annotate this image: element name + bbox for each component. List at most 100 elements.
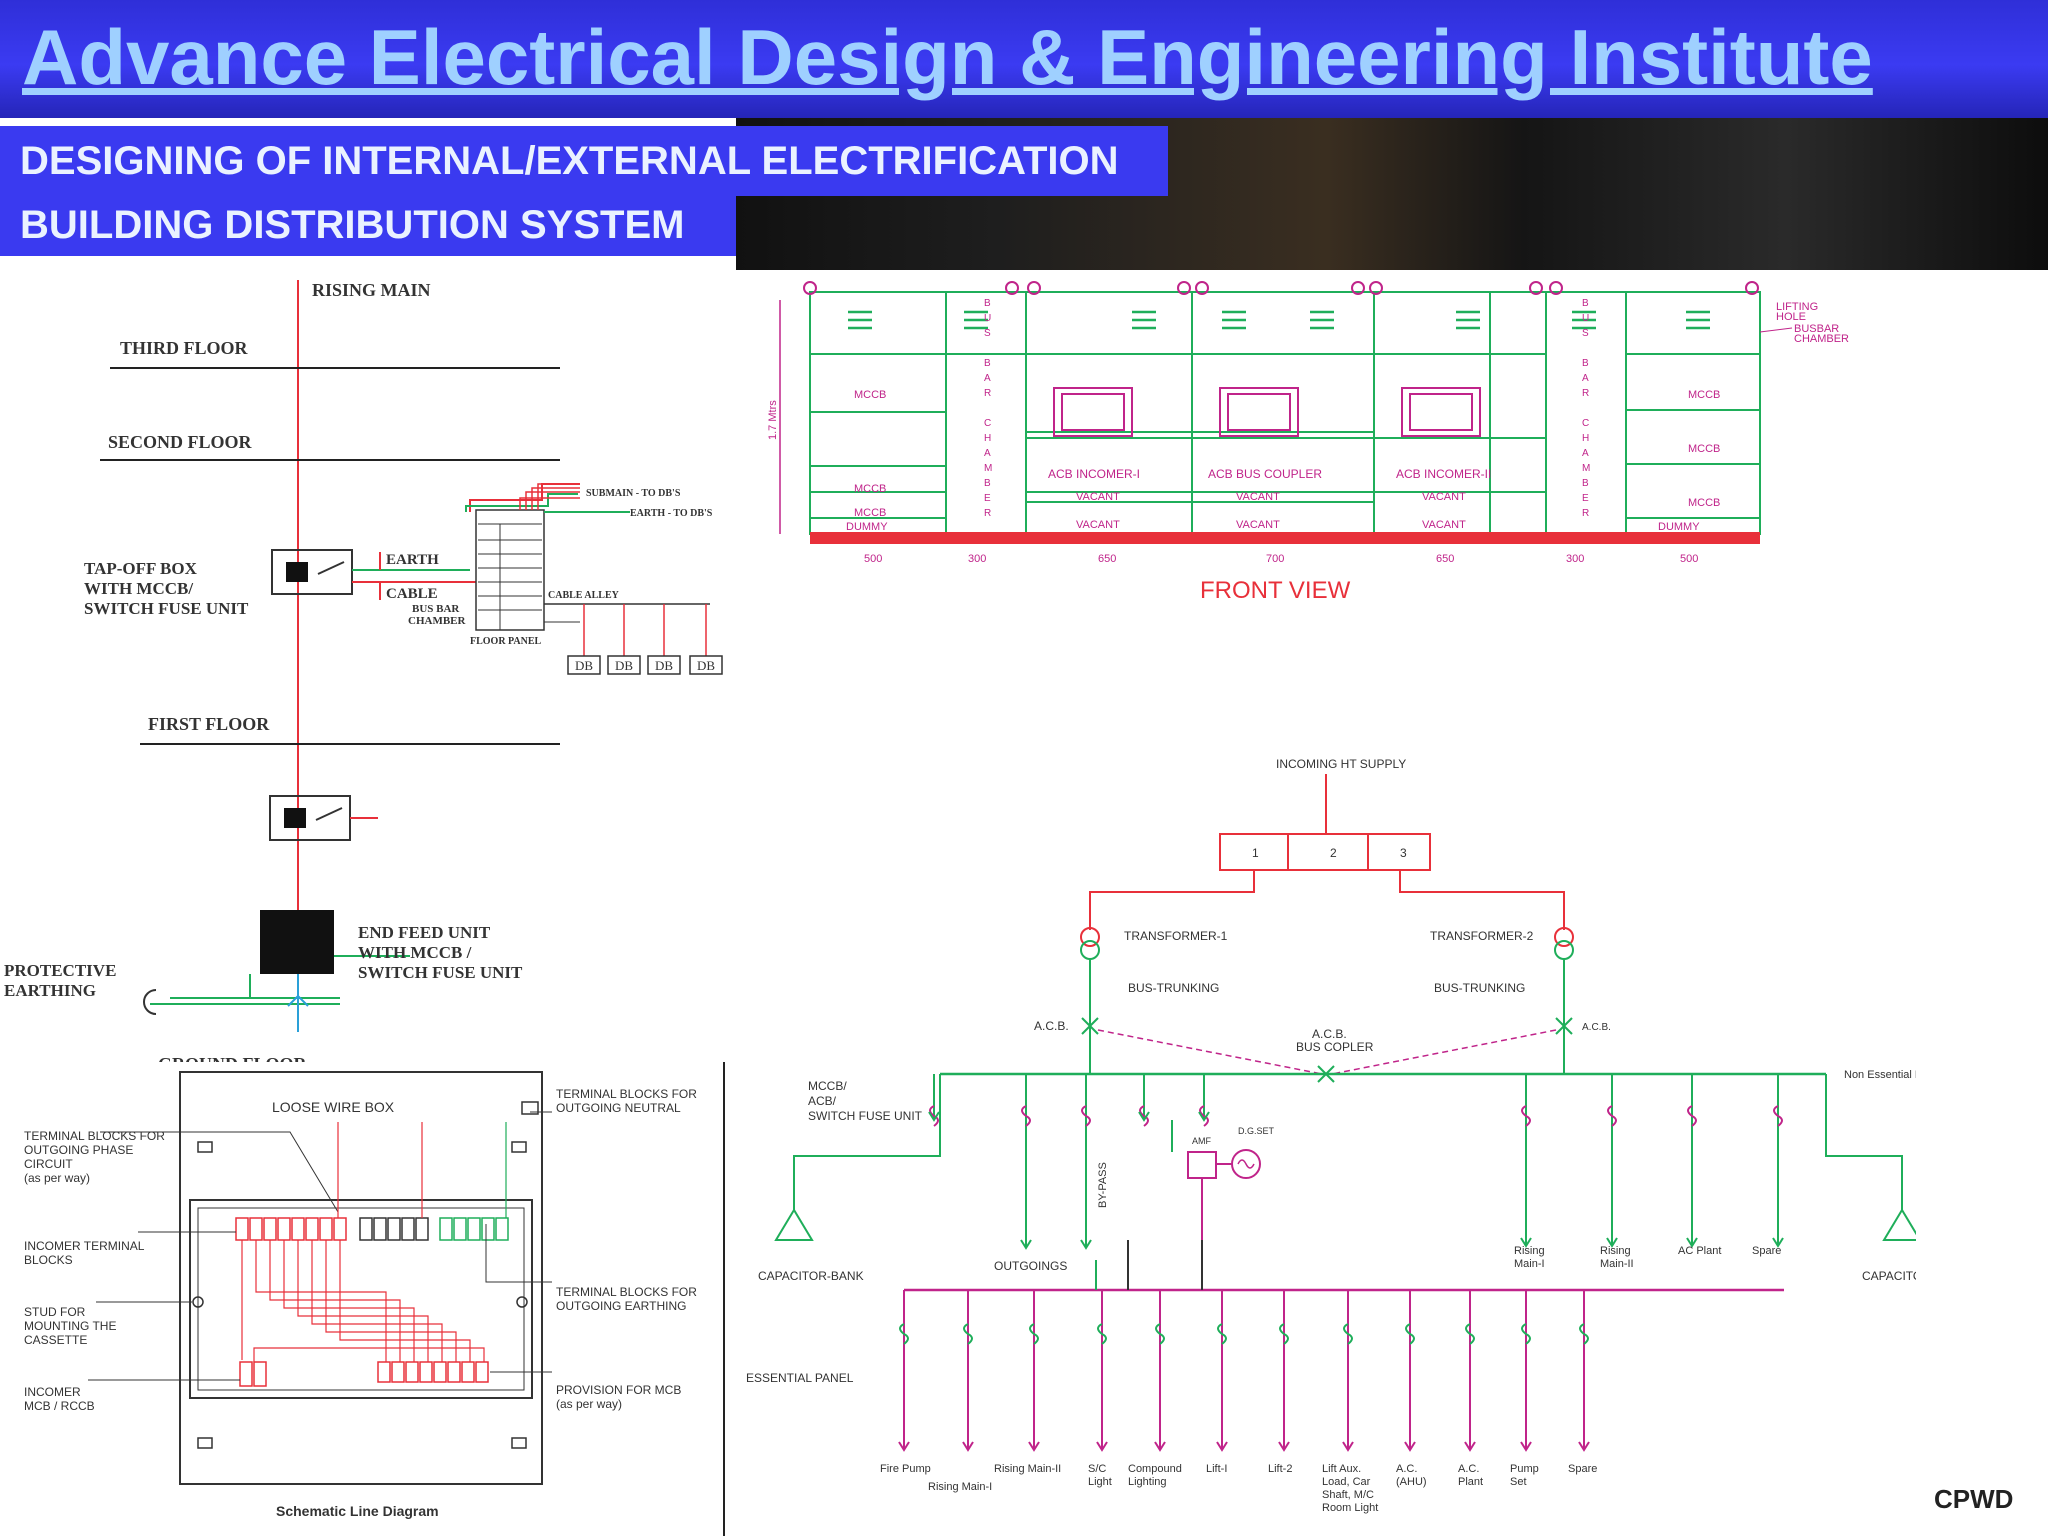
essential-load-label: Lift-I bbox=[1206, 1463, 1227, 1475]
db-label: DB bbox=[615, 658, 633, 673]
cable-label: CABLE bbox=[386, 586, 438, 602]
lifting-holes bbox=[803, 281, 1759, 295]
ne-load-label: AC Plant bbox=[1678, 1245, 1721, 1257]
acb-breakers bbox=[1053, 387, 1481, 437]
tb-earthing-label: TERMINAL BLOCKS FOR OUTGOING EARTHING bbox=[556, 1285, 700, 1313]
svg-text:VACANT: VACANT bbox=[1422, 491, 1466, 503]
single-line-diagram: INCOMING HT SUPPLY 1 2 3 TRANSFORMER-1 T… bbox=[746, 757, 1916, 1514]
tb-neutral-label: TERMINAL BLOCKS FOR OUTGOING NEUTRAL bbox=[556, 1087, 700, 1115]
essential-load-label: Lift-2 bbox=[1268, 1463, 1292, 1475]
svg-text:VACANT: VACANT bbox=[1076, 491, 1120, 503]
tap-off-box-2 bbox=[269, 795, 378, 841]
dimension-labels: 500 300 650 700 650 300 500 bbox=[864, 553, 1698, 565]
floor-panel bbox=[465, 483, 630, 631]
loose-wire-box-diagram: LOOSE WIRE BOX bbox=[24, 1062, 725, 1536]
bus-chamber-letter: B bbox=[1582, 358, 1589, 369]
incomer-mcb bbox=[239, 1361, 267, 1387]
transformer-1-label: TRANSFORMER-1 bbox=[1124, 929, 1228, 943]
schematic-caption: Schematic Line Diagram bbox=[276, 1503, 439, 1519]
capacitor-bank-right bbox=[1882, 1208, 1916, 1241]
bus-chamber-letter: S bbox=[984, 328, 991, 339]
svg-text:3: 3 bbox=[1400, 846, 1407, 860]
bus-chamber-letter: R bbox=[1582, 388, 1589, 399]
bus-chamber-letter: B bbox=[1582, 478, 1589, 489]
title-bar bbox=[0, 0, 2048, 118]
second-floor-label: SECOND FLOOR bbox=[108, 432, 253, 452]
svg-text:VACANT: VACANT bbox=[1076, 519, 1120, 531]
db-label: DB bbox=[655, 658, 673, 673]
dummy-left-label: DUMMY bbox=[846, 521, 888, 533]
banner-line-2: BUILDING DISTRIBUTION SYSTEM bbox=[0, 194, 736, 256]
bus-chamber-letter: A bbox=[1582, 448, 1589, 459]
busbar-chamber-label: BUSBAR CHAMBER bbox=[1794, 323, 1849, 345]
earth-terminal-blocks bbox=[439, 1217, 509, 1241]
provision-mcb-label: PROVISION FOR MCB (as per way) bbox=[556, 1383, 685, 1411]
ne-load-label: Spare bbox=[1752, 1245, 1781, 1257]
capacitor-bank-right-label: CAPACITOR-BANK bbox=[1862, 1269, 1916, 1283]
svg-text:MCCB: MCCB bbox=[854, 389, 886, 401]
rising-main-diagram: RISING MAIN THIRD FLOOR SECOND FLOOR TAP… bbox=[4, 280, 723, 1062]
dg-set-label: D.G.SET bbox=[1238, 1126, 1275, 1136]
amf-panel bbox=[1171, 1120, 1261, 1240]
essential-load-label: Fire Pump bbox=[880, 1463, 931, 1475]
svg-text:1: 1 bbox=[1252, 846, 1259, 860]
incomer-mcb-label: INCOMER MCB / RCCB bbox=[24, 1385, 95, 1413]
base-channel bbox=[810, 532, 1760, 544]
acb-incomer-2-label: ACB INCOMER-II bbox=[1396, 467, 1491, 481]
floor-panel-label: FLOOR PANEL bbox=[470, 636, 542, 647]
svg-text:650: 650 bbox=[1436, 553, 1454, 565]
bus-chamber-letter: C bbox=[984, 418, 991, 429]
cpwd-brand: CPWD bbox=[1934, 1484, 2014, 1514]
capacitor-bank-left bbox=[774, 1208, 814, 1241]
essential-load-label: Spare bbox=[1568, 1463, 1597, 1475]
svg-text:700: 700 bbox=[1266, 553, 1284, 565]
bus-chamber-letter: H bbox=[984, 433, 991, 444]
bus-trunking-1-label: BUS-TRUNKING bbox=[1128, 981, 1219, 995]
db-label: DB bbox=[697, 658, 715, 673]
bus-chamber-letter: E bbox=[1582, 493, 1589, 504]
bus-chamber-letter: C bbox=[1582, 418, 1589, 429]
acb-bus-coupler-label: ACB BUS COUPLER bbox=[1208, 467, 1322, 481]
capacitor-bank-left-label: CAPACITOR-BANK bbox=[758, 1269, 864, 1283]
lifting-hole-label: LIFTING HOLE bbox=[1776, 301, 1821, 323]
rmu-panel: 1 2 3 bbox=[1219, 833, 1431, 871]
bus-chamber-letter: A bbox=[984, 373, 991, 384]
bus-chamber-letter: B bbox=[984, 478, 991, 489]
transformer-2 bbox=[1554, 927, 1574, 960]
essential-load-label: A.C.Plant bbox=[1458, 1463, 1483, 1488]
tap-off-box-label: TAP-OFF BOX WITH MCCB/ SWITCH FUSE UNIT bbox=[84, 559, 249, 618]
mcb-row bbox=[377, 1361, 489, 1383]
db-label: DB bbox=[575, 658, 593, 673]
bus-chamber-letter: H bbox=[1582, 433, 1589, 444]
stud-label: STUD FOR MOUNTING THE CASSETTE bbox=[24, 1305, 120, 1347]
submain-label: SUBMAIN - TO DB'S bbox=[586, 488, 681, 499]
acb-2-label: A.C.B. bbox=[1582, 1022, 1611, 1033]
dummy-right-label: DUMMY bbox=[1658, 521, 1700, 533]
bus-chamber-letter: S bbox=[1582, 328, 1589, 339]
stud bbox=[192, 1296, 528, 1308]
bus-chamber-letter: E bbox=[984, 493, 991, 504]
acb-2 bbox=[1555, 1017, 1573, 1035]
ground-floor-label: GROUND FLOOR bbox=[158, 1054, 308, 1062]
bus-chamber-letter: M bbox=[1582, 463, 1590, 474]
svg-text:650: 650 bbox=[1098, 553, 1116, 565]
bus-chamber-letter: R bbox=[1582, 508, 1589, 519]
vacant-labels: VACANT VACANT VACANT VACANT VACANT VACAN… bbox=[1076, 491, 1466, 531]
svg-text:MCCB: MCCB bbox=[1688, 389, 1720, 401]
bus-chamber-letter: B bbox=[1582, 298, 1589, 309]
bus-chamber-letter: A bbox=[1582, 373, 1589, 384]
earth-label: EARTH bbox=[386, 552, 439, 568]
incomer-tb-label: INCOMER TERMINAL BLOCKS bbox=[24, 1239, 147, 1267]
svg-text:500: 500 bbox=[864, 553, 882, 565]
page-title: Advance Electrical Design & Engineering … bbox=[22, 13, 1873, 101]
acb-incomer-1-label: ACB INCOMER-I bbox=[1048, 467, 1140, 481]
amf-label: AMF bbox=[1192, 1136, 1212, 1146]
